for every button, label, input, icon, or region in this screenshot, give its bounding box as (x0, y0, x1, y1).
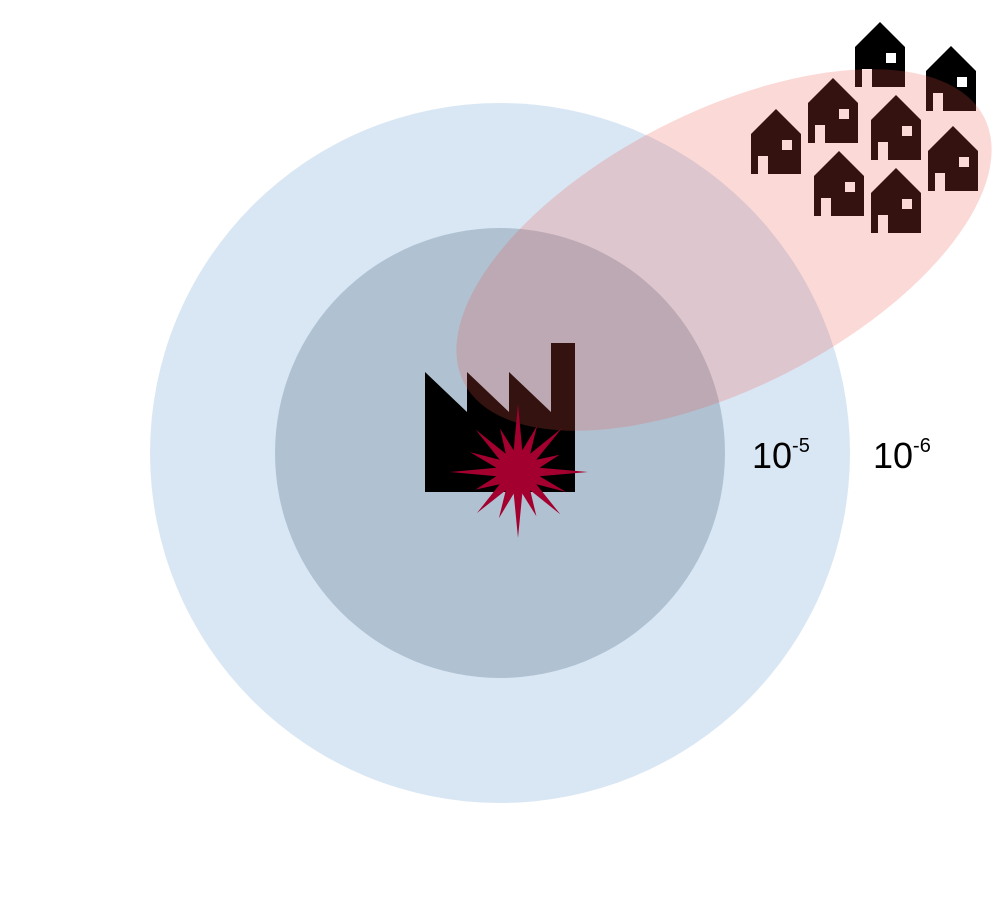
house-icon (808, 78, 858, 143)
label-10-6: 10-6 (873, 435, 931, 476)
house-door (862, 69, 872, 87)
house-icon (855, 22, 905, 87)
house-icon (751, 109, 801, 174)
house-window (886, 53, 896, 63)
house-window (782, 140, 792, 150)
house-window (902, 126, 912, 136)
house-door (821, 198, 831, 216)
house-door (758, 156, 768, 174)
house-icon (871, 95, 921, 160)
explosion-icon (450, 404, 588, 538)
house-window (902, 199, 912, 209)
house-door (933, 93, 943, 111)
house-door (878, 215, 888, 233)
house-icon (928, 126, 978, 191)
house-door (878, 142, 888, 160)
house-door (935, 173, 945, 191)
house-icon (814, 151, 864, 216)
house-door (815, 125, 825, 143)
label-10-5: 10-5 (752, 435, 810, 476)
residential-area (751, 22, 978, 233)
population-zone (456, 69, 992, 431)
house-icon (871, 168, 921, 233)
house-window (839, 109, 849, 119)
house-window (957, 77, 967, 87)
house-window (845, 182, 855, 192)
house-window (959, 157, 969, 167)
house-icon (926, 46, 976, 111)
